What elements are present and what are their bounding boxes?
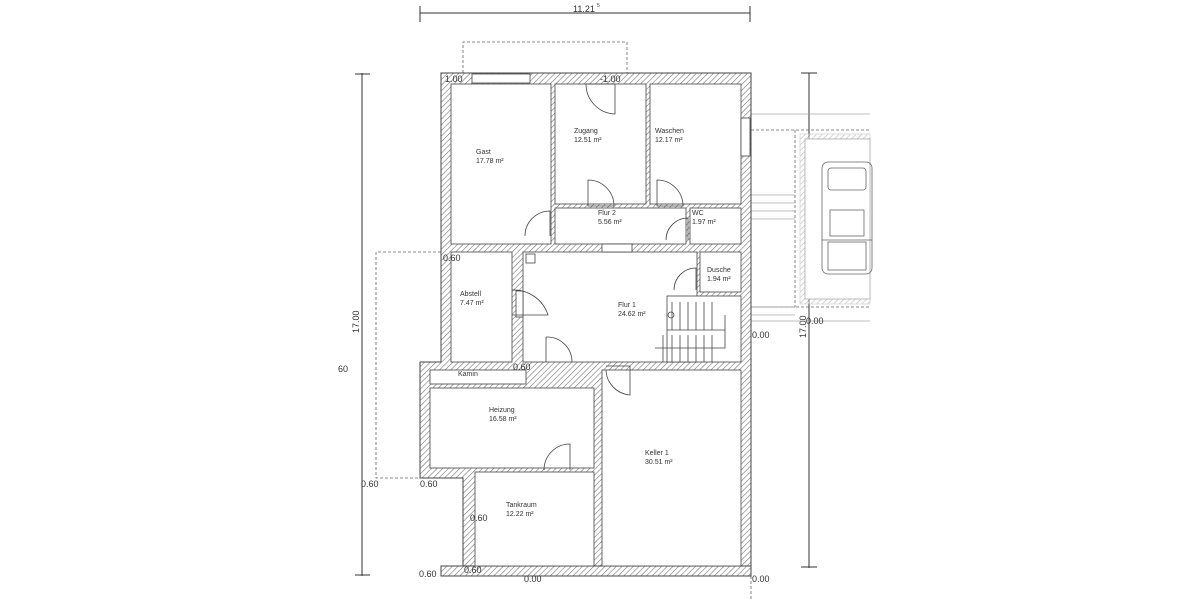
room-area: 12.51 m² [574, 137, 602, 144]
room-labels: Gast 17.78 m² Zugang 12.51 m² Waschen 12… [458, 128, 731, 518]
room-name: Heizung [489, 407, 515, 414]
room-area: 17.78 m² [476, 158, 504, 165]
room-area: 1.94 m² [707, 276, 731, 283]
room-area: 5.56 m² [598, 219, 622, 226]
room-gast [450, 83, 552, 245]
rooms [429, 83, 742, 567]
doors [511, 83, 697, 471]
room-area: 24.62 m² [618, 311, 646, 318]
room-area: 7.47 m² [460, 300, 484, 307]
level-label: 0.00 [752, 330, 770, 340]
room-area: 12.22 m² [506, 511, 534, 518]
room-area: 12.17 m² [655, 137, 683, 144]
room-name: Dusche [707, 267, 731, 274]
level-label: 0.60 [419, 569, 437, 579]
room-name: Keller 1 [645, 450, 669, 457]
dimension-top [419, 6, 751, 22]
level-label: 0.60 [361, 479, 379, 489]
room-area: 1.97 m² [692, 219, 716, 226]
level-label: 0.00 [524, 574, 542, 584]
room-area: 16.58 m² [489, 416, 517, 423]
level-label: 0.60 [420, 479, 438, 489]
level-label: 0.60 [470, 513, 488, 523]
room-name: Kamin [458, 371, 478, 378]
car-icon [821, 161, 873, 275]
level-label: 0.00 [752, 574, 770, 584]
room-name: Flur 1 [618, 302, 636, 309]
room-abstell [450, 251, 513, 363]
level-label: 0.60 [464, 565, 482, 575]
room-zugang [554, 83, 647, 205]
level-labels: 1.00 -1.00 0.60 0.60 0.60 0.60 0.60 0.60… [361, 74, 824, 584]
room-dusche [699, 251, 742, 293]
room-name: WC [692, 210, 704, 217]
room-kamin [429, 369, 527, 385]
room-tankraum [474, 471, 595, 567]
room-area: 30.51 m² [645, 459, 673, 466]
level-label: -1.00 [600, 74, 621, 84]
windows [471, 73, 751, 318]
level-label: 0.60 [513, 362, 531, 372]
room-name: Flur 2 [598, 210, 616, 217]
dimension-height-right: 17.00 [798, 315, 808, 338]
dimension-width-sup: 5 [597, 3, 600, 9]
room-name: Abstell [460, 291, 481, 298]
level-label: 0.60 [443, 253, 461, 263]
room-waschen [649, 83, 742, 205]
room-wc [689, 207, 742, 245]
room-name: Tankraum [506, 502, 537, 509]
room-name: Gast [476, 149, 491, 156]
dimension-left [355, 73, 370, 576]
room-name: Waschen [655, 128, 684, 135]
dimension-width: 11.21 [573, 4, 595, 14]
room-flur2 [554, 207, 687, 245]
room-name: Zugang [574, 128, 598, 135]
room-keller1 [601, 369, 742, 567]
room-heizung [429, 387, 595, 469]
carport [751, 113, 871, 322]
dimension-extra: 60 [338, 364, 348, 374]
level-label: 1.00 [445, 74, 463, 84]
level-label: 0.00 [806, 316, 824, 326]
staircase [525, 253, 726, 362]
dimension-height-left: 17.00 [351, 310, 361, 333]
